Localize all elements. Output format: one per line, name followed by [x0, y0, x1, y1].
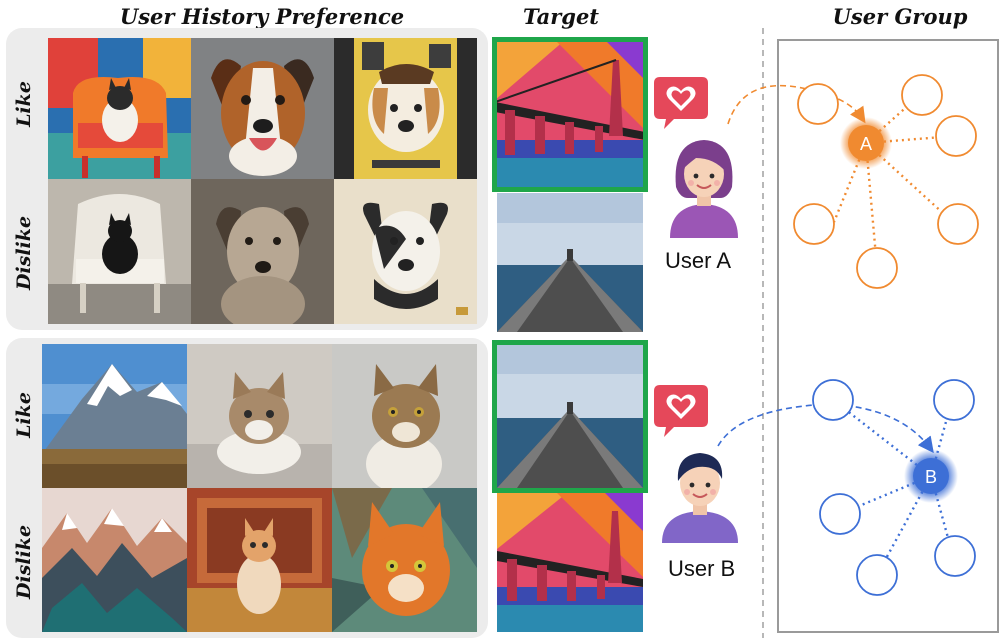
smiling-dog-portrait-image — [191, 38, 334, 179]
target-highlight-frame-a — [492, 37, 648, 192]
heart-badge-icon-b — [652, 383, 710, 439]
tabby-cat-portrait-image — [332, 344, 477, 488]
group-a-node — [793, 203, 835, 245]
group-b-node — [856, 554, 898, 596]
history-header: User History Preference — [119, 4, 405, 29]
group-b-node — [933, 379, 975, 421]
snowy-mountain-landscape-image — [42, 344, 187, 488]
black-cat-on-white-chair-image — [48, 179, 191, 324]
group-b-node — [934, 535, 976, 577]
cubist-orange-cat-image — [332, 488, 477, 632]
realistic-pier-photo-image-b — [497, 344, 643, 488]
group-a-node — [797, 83, 839, 125]
user-a-link-arrow — [727, 84, 866, 125]
user-a-node — [848, 125, 884, 161]
colorful-cat-on-armchair-image — [48, 38, 191, 179]
group-a-node — [856, 247, 898, 289]
sepia-dog-portrait-image — [191, 179, 334, 324]
user-b-avatar-icon — [658, 445, 742, 543]
target-header: Target — [522, 4, 600, 29]
group-a-node — [935, 115, 977, 157]
abstract-mountain-art-image — [42, 488, 187, 632]
group-b-node — [819, 493, 861, 535]
target-highlight-frame-b — [492, 340, 648, 493]
user-b-name: User B — [668, 556, 736, 581]
user-b-node — [913, 458, 949, 494]
group-a-node — [901, 74, 943, 116]
user-a-avatar-icon — [666, 132, 742, 238]
tabby-kitten-lying-image — [187, 344, 332, 488]
colorful-bridge-painting-image-a — [495, 40, 645, 189]
dog-movie-poster-image — [334, 38, 477, 179]
group-a-node — [937, 203, 979, 245]
group-header: User Group — [832, 4, 968, 29]
dog-poster-black-white-image — [334, 179, 477, 324]
group-b-node — [812, 379, 854, 421]
user-a-node-label: A — [860, 134, 872, 154]
colorful-bridge-painting-image-b — [497, 493, 643, 632]
orange-cat-on-rug-image — [187, 488, 332, 632]
user-b-node-label: B — [925, 467, 937, 487]
realistic-pier-photo-image-a — [497, 193, 643, 332]
heart-badge-icon-a — [652, 75, 710, 131]
user-a-name: User A — [665, 248, 732, 273]
user-group-box — [777, 39, 999, 633]
